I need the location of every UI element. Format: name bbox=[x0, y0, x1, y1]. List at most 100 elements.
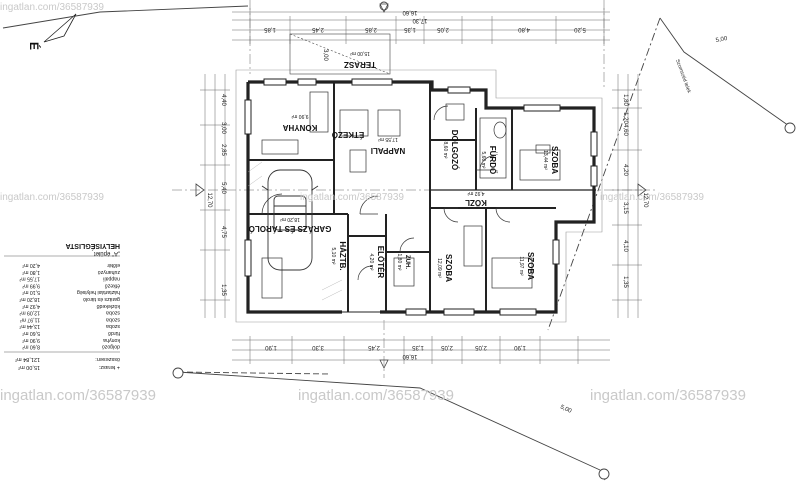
room-name-kozl: KÖZL bbox=[465, 198, 487, 207]
dim-left-total: 12,70 bbox=[206, 192, 212, 208]
dim-left-segment: 4,40 bbox=[220, 94, 226, 106]
room-area-wc: 1,80 m² bbox=[396, 254, 402, 271]
watermark-text: ingatlan.com/36587939 bbox=[0, 2, 104, 13]
schedule-row-name: szoba bbox=[106, 316, 120, 322]
room-name-furdo: FÜRDŐ bbox=[488, 146, 497, 174]
dim-bottom-segment: 3,30 bbox=[312, 344, 324, 350]
schedule-row-name: közlekedő bbox=[97, 303, 120, 309]
dim-bottom-segment: 2,05 bbox=[475, 344, 487, 350]
schedule-row-name: étkező bbox=[105, 282, 120, 288]
schedule-row-area: 5,60 m² bbox=[22, 330, 40, 336]
room-name-dolgozo: DOLGOZÓ bbox=[450, 130, 459, 170]
room-area-szoba-ne: 13,44 m² bbox=[542, 150, 548, 170]
schedule-row-area: 4,92 m² bbox=[22, 303, 40, 309]
dim-bottom-segment: 1,90 bbox=[514, 344, 526, 350]
schedule-row-area: 12,09 m² bbox=[19, 310, 40, 316]
north-label: É bbox=[27, 42, 42, 50]
plot-boundary bbox=[2, 5, 793, 481]
schedule-row-area: 11,97 m² bbox=[20, 316, 40, 322]
room-area-garazs: 18,20 m² bbox=[280, 216, 300, 222]
schedule-row-name: nappali bbox=[103, 276, 120, 282]
schedule-row-area: 1,80 m² bbox=[22, 269, 40, 275]
room-name-szoba-s2: SZOBA bbox=[526, 252, 535, 280]
schedule-total-label: összesen: bbox=[95, 356, 120, 362]
dim-plot-bottom: 5,00 bbox=[559, 404, 573, 415]
dim-top-segment: 2,05 bbox=[437, 26, 449, 32]
schedule-subtitle: „A” épület bbox=[94, 250, 120, 256]
dim-left-segment: 1,35 bbox=[220, 284, 226, 296]
dim-top-segment: 4,80 bbox=[518, 26, 530, 32]
dim-right-total: 12,70 bbox=[642, 192, 648, 208]
room-area-eloter: 4,20 m² bbox=[368, 254, 374, 271]
room-name-szoba-ne: SZOBA bbox=[550, 146, 559, 174]
room-area-szoba-s2: 11,97 m² bbox=[518, 256, 524, 276]
schedule-row-area: 9,99 m² bbox=[22, 282, 40, 288]
room-area-kozl: 4,92 m² bbox=[467, 190, 484, 196]
furniture bbox=[261, 91, 561, 299]
watermarks: ingatlan.com/36587939 ingatlan.com/36587… bbox=[0, 2, 746, 404]
dim-plot-top: 5,00 bbox=[715, 36, 728, 44]
dim-right-segments: 1,801,204,604,203,154,101,35 bbox=[622, 94, 628, 288]
windows bbox=[244, 78, 598, 316]
dim-left-segment: 4,75 bbox=[220, 226, 226, 238]
dim-top-segment: 2,45 bbox=[312, 26, 324, 32]
room-name-garazs: GARÁZS ÉS TÁROLÓ bbox=[249, 224, 332, 233]
dim-bottom-segment: 2,45 bbox=[368, 344, 380, 350]
section-markers bbox=[195, 3, 647, 369]
schedule-row-name: szoba bbox=[106, 310, 120, 316]
watermark-text: ingatlan.com/36587939 bbox=[0, 192, 104, 203]
schedule-row-area: 13,44 m² bbox=[19, 323, 40, 329]
dim-right-segment: 1,80 bbox=[622, 94, 628, 106]
schedule-row-name: konyha bbox=[103, 337, 120, 343]
watermark-text: ingatlan.com/36587939 bbox=[590, 387, 746, 404]
schedule-row-name: háztartási helyiség bbox=[77, 289, 120, 295]
schedule-row-area: 4,20 m² bbox=[22, 262, 40, 268]
dim-top-total: 16,60 bbox=[402, 9, 418, 15]
dim-bottom-total: 16,60 bbox=[402, 353, 418, 359]
room-name-eloter: ELŐTÉR bbox=[376, 246, 385, 279]
interior-walls bbox=[248, 82, 596, 312]
dim-right-segment: 4,20 bbox=[622, 164, 628, 176]
room-area-dolgozo: 8,60 m² bbox=[442, 142, 448, 159]
dim-left-segment: 2,85 bbox=[220, 144, 226, 156]
room-name-wc: ZUH. bbox=[404, 255, 410, 269]
schedule-row-area: 17,55 m² bbox=[19, 276, 40, 282]
dim-top-segment: 5,20 bbox=[574, 26, 586, 32]
watermark-text: ingatlan.com/36587939 bbox=[600, 192, 704, 203]
schedule-row-name: szoba bbox=[106, 323, 120, 329]
schedule-total-value: 121,84 m² bbox=[15, 356, 40, 362]
schedule-row-name: zuhanyzó bbox=[98, 269, 120, 275]
watermark-text: ingatlan.com/36587939 bbox=[298, 387, 454, 404]
dimension-labels: 16,60 17,30 1,85 2,45 2,85 1,35 2,05 4,80 5,20… bbox=[206, 9, 729, 415]
schedule-row-area: 18,20 m² bbox=[19, 296, 40, 302]
dim-top-segment: 1,85 bbox=[264, 26, 276, 32]
schedule-terrace-label: + terasz: bbox=[98, 364, 120, 370]
dim-right-segment: 1,20 bbox=[622, 112, 628, 124]
dim-top-inner: 17,30 bbox=[412, 17, 428, 23]
room-area-terasz: 15,00 m² bbox=[350, 50, 370, 56]
room-name-terasz: TERASZ bbox=[344, 60, 376, 69]
schedule-row-area: 5,10 m² bbox=[22, 289, 40, 295]
room-name-etkezo: ÉTKEZŐ bbox=[332, 130, 364, 139]
north-arrow bbox=[43, 13, 77, 43]
dim-top-segment: 2,85 bbox=[365, 26, 377, 32]
dim-left-segment: 3,00 bbox=[220, 122, 226, 134]
car-icon bbox=[261, 169, 319, 271]
neighbour-label: Szomszéd telek bbox=[674, 59, 692, 95]
room-name-szoba-s1: SZOBA bbox=[444, 254, 453, 282]
dimension-lines bbox=[172, 0, 655, 378]
schedule-row-area: 8,60 m² bbox=[22, 344, 40, 350]
room-area-haztb: 5,10 m² bbox=[330, 248, 336, 265]
room-name-konyha: KONYHA bbox=[282, 123, 317, 132]
room-area-szoba-s1: 12,09 m² bbox=[436, 258, 442, 278]
dim-left-segments: 4,403,002,855,404,751,35 bbox=[220, 94, 226, 296]
schedule-row-area: 9,90 m² bbox=[22, 337, 40, 343]
dim-bottom-segment: 1,35 bbox=[412, 344, 424, 350]
room-area-konyha: 9,90 m² bbox=[291, 113, 308, 119]
room-name-nappali: NAPPALI bbox=[371, 146, 406, 155]
